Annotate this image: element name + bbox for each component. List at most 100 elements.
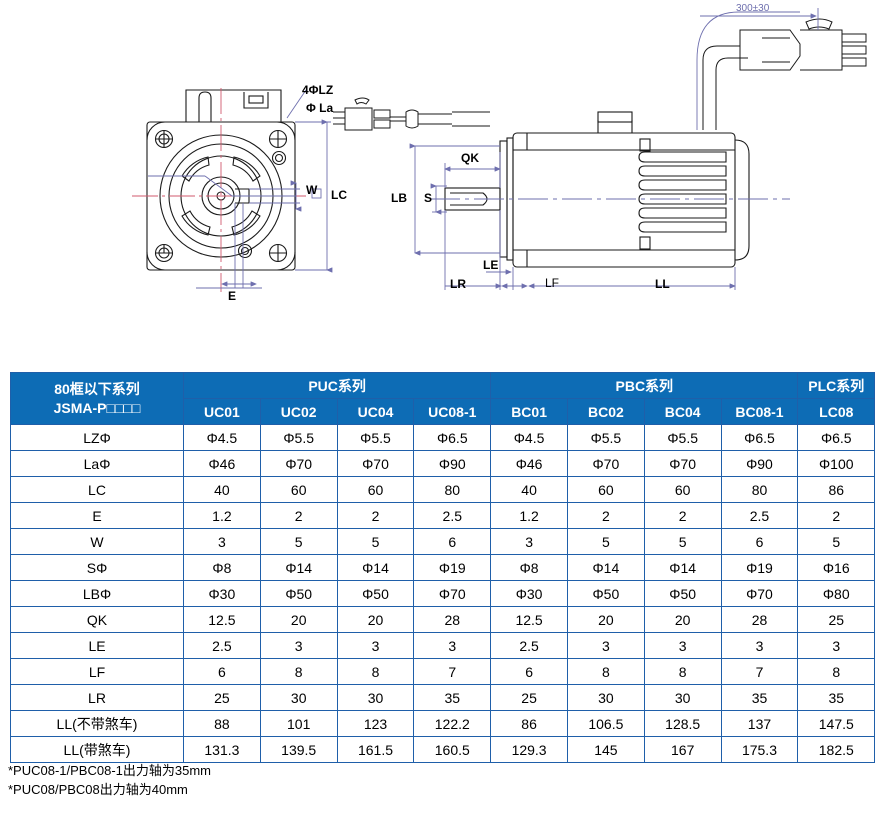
label-qk: QK [461,151,479,165]
table-cell: 2 [643,502,722,529]
table-cell: 160.5 [413,736,492,763]
table-cell: 128.5 [643,710,722,737]
table-cell: 167 [643,736,722,763]
table-cell: 30 [336,684,415,711]
label-cable-length: 300±30 [736,3,770,14]
row-label: LF [10,658,184,685]
table-cell: 6 [183,658,261,685]
side-view [444,111,750,268]
table-cell: 25 [797,606,876,633]
cable-length-dimension [696,8,819,130]
model-header-bc01: BC01 [490,398,568,425]
table-cell: Φ30 [183,580,261,607]
table-cell: Φ80 [797,580,876,607]
table-cell: 60 [336,476,415,503]
footnote-1: *PUC08-1/PBC08-1出力轴为35mm [8,763,212,778]
lc-square-symbol [311,188,322,199]
table-cell: 25 [490,684,568,711]
corner-title-line1: 80框以下系列 [54,380,140,397]
table-cell: 28 [413,606,492,633]
table-cell: 106.5 [566,710,645,737]
model-header-uc01: UC01 [183,398,261,425]
table-cell: 5 [566,528,645,555]
table-cell: 175.3 [720,736,799,763]
label-lf: LF [545,276,560,290]
specification-table: 80框以下系列 JSMA-P□□□□ PUC系列 PBC系列 PLC系列 UC0… [10,372,876,763]
model-header-bc02: BC02 [566,398,645,425]
label-ll: LL [655,277,670,291]
table-cell: Φ14 [643,554,722,581]
table-cell: 139.5 [259,736,338,763]
table-cell: 86 [490,710,568,737]
table-cell: 3 [336,632,415,659]
technical-drawing: 4ΦLZ Φ La W LC E QK S LB LE LR LF LL 300… [0,0,885,360]
label-phi-la: Φ La [306,101,334,115]
table-cell: 20 [643,606,722,633]
table-header: 80框以下系列 JSMA-P□□□□ PUC系列 PBC系列 PLC系列 UC0… [10,372,876,425]
group-header-puc: PUC系列 [182,372,492,399]
table-cell: Φ4.5 [490,424,568,451]
table-cell: Φ90 [413,450,492,477]
table-cell: 3 [413,632,492,659]
table-cell: 20 [336,606,415,633]
table-cell: 12.5 [490,606,568,633]
table-cell: 20 [566,606,645,633]
table-cell: 129.3 [490,736,568,763]
row-label: LE [10,632,184,659]
table-cell: 2 [336,502,415,529]
table-cell: 1.2 [183,502,261,529]
table-cell: 80 [720,476,799,503]
table-cell: Φ4.5 [183,424,261,451]
table-cell: Φ5.5 [566,424,645,451]
table-cell: Φ70 [336,450,415,477]
table-cell: 25 [183,684,261,711]
table-cell: 2.5 [720,502,799,529]
header-row-models: UC01 UC02 UC04 UC08-1 BC01 BC02 BC04 BC0… [11,398,876,425]
table-cell: 88 [183,710,261,737]
front-view-connector [333,97,490,131]
table-cell: 3 [490,528,568,555]
table-cell: 101 [259,710,338,737]
table-cell: 86 [797,476,876,503]
table-cell: Φ50 [259,580,338,607]
table-cell: 7 [413,658,492,685]
table-cell: 2 [259,502,338,529]
table-cell: Φ16 [797,554,876,581]
model-header-uc08-1: UC08-1 [413,398,492,425]
row-label: LR [10,684,184,711]
table-cell: Φ46 [490,450,568,477]
table-cell: Φ46 [183,450,261,477]
table-cell: 6 [720,528,799,555]
group-header-pbc: PBC系列 [490,372,799,399]
table-cell: 80 [413,476,492,503]
table-cell: Φ19 [720,554,799,581]
row-label: LBΦ [10,580,184,607]
row-label: SΦ [10,554,184,581]
row-label: LZΦ [10,424,184,451]
table-cell: 7 [720,658,799,685]
table-cell: Φ19 [413,554,492,581]
table-cell: 2 [797,502,876,529]
side-view-dimensions [409,143,736,290]
table-cell: 8 [797,658,876,685]
table-cell: 3 [720,632,799,659]
table-cell: Φ14 [259,554,338,581]
table-cell: 2.5 [413,502,492,529]
table-cell: 1.2 [490,502,568,529]
table-cell: Φ5.5 [643,424,722,451]
table-cell: 40 [490,476,568,503]
table-cell: Φ70 [413,580,492,607]
model-header-uc04: UC04 [336,398,415,425]
table-cell: Φ30 [490,580,568,607]
model-header-lc08: LC08 [797,398,876,425]
table-cell: 137 [720,710,799,737]
corner-title-line2: JSMA-P□□□□ [53,399,141,416]
table-cell: 2.5 [490,632,568,659]
